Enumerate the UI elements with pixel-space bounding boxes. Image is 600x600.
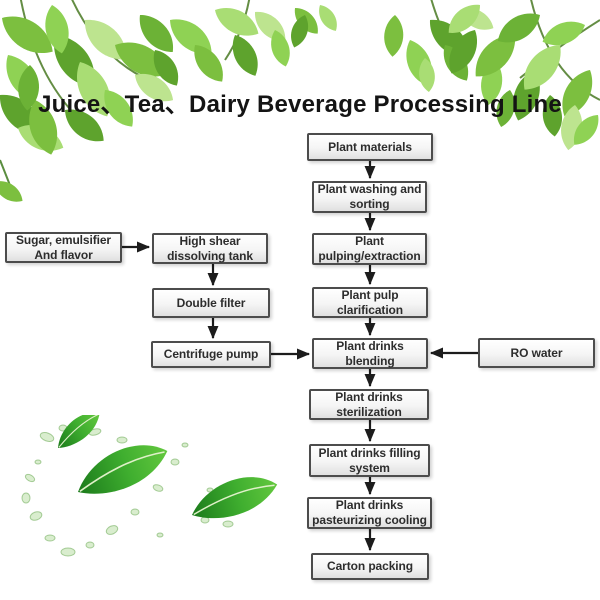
- node-centrifuge-pump: Centrifuge pump: [151, 341, 271, 368]
- node-ro-water: RO water: [478, 338, 595, 368]
- node-plant-drinks-filling-system: Plant drinks filling system: [309, 444, 430, 477]
- node-plant-drinks-pasteurizing-cooling: Plant drinks pasteurizing cooling: [307, 497, 432, 529]
- page-title: Juice、Tea、Dairy Beverage Processing Line: [38, 91, 562, 118]
- node-plant-pulp-clarification: Plant pulp clarification: [312, 287, 428, 318]
- node-carton-packing: Carton packing: [311, 553, 429, 580]
- node-plant-drinks-sterilization: Plant drinks sterilization: [309, 389, 429, 420]
- node-plant-washing-sorting: Plant washing and sorting: [312, 181, 427, 213]
- node-plant-drinks-blending: Plant drinks blending: [312, 338, 428, 369]
- node-plant-pulping-extraction: Plant pulping/extraction: [312, 233, 427, 265]
- node-plant-materials: Plant materials: [307, 133, 433, 161]
- node-high-shear-dissolving-tank: High shear dissolving tank: [152, 233, 268, 264]
- node-double-filter: Double filter: [152, 288, 270, 318]
- node-sugar-emulsifier-flavor: Sugar, emulsifier And flavor: [5, 232, 122, 263]
